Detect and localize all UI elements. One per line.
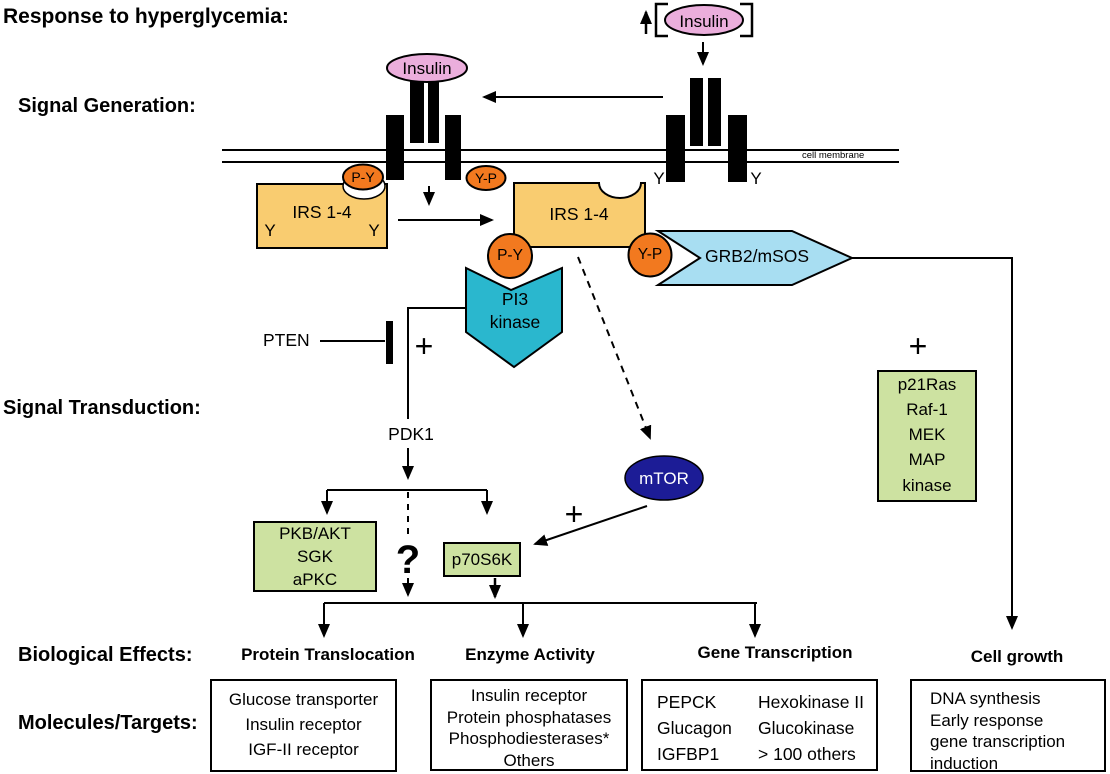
target-line: gene transcription xyxy=(930,732,1066,751)
label-tyrosine-receptor-left: Y xyxy=(653,169,665,188)
mtor-ellipse xyxy=(624,455,704,501)
pi3-to-pdk1-line xyxy=(407,307,466,419)
arrow-mtor-to-p70s6k xyxy=(533,505,648,546)
phospho-yp-large xyxy=(627,232,673,278)
target-line: Others xyxy=(503,750,555,770)
phospho-py-large xyxy=(487,233,533,279)
plus-mtor-pathway: + xyxy=(564,496,584,532)
label-biological-effects: Biological Effects: xyxy=(18,644,193,666)
label-insulin-bound: Insulin xyxy=(402,59,452,78)
pkb-akt-box: PKB/AKT SGK aPKC xyxy=(253,521,377,592)
p70s6k-box: p70S6K xyxy=(443,542,521,577)
label-irs-right: IRS 1-4 xyxy=(549,204,609,224)
grb2-to-cell-growth-line xyxy=(852,257,1018,630)
label-pi3: PI3 xyxy=(501,289,529,309)
insulin-free-ellipse xyxy=(664,4,744,36)
target-line: Early response xyxy=(930,710,1044,730)
map-line: MAP xyxy=(908,450,946,469)
target-line: > 100 others xyxy=(758,744,856,764)
plus-pi3-pathway: + xyxy=(414,328,434,364)
target-line: Hexokinase II xyxy=(758,692,865,712)
pkb-line: PKB/AKT xyxy=(279,524,351,543)
title-response: Response to hyperglycemia: xyxy=(3,5,289,28)
label-unknown-question: ? xyxy=(395,538,421,582)
target-line: PEPCK xyxy=(657,692,717,712)
p70s6k-label: p70S6K xyxy=(451,549,513,569)
target-line: DNA synthesis xyxy=(930,689,1041,708)
heading-gene-transcription: Gene Transcription xyxy=(697,643,853,662)
mek-line: MEK xyxy=(908,425,946,444)
label-tyrosine-receptor-right: Y xyxy=(750,169,762,188)
receptor-right-beta1 xyxy=(666,115,685,182)
label-tyrosine-irs-right: Y xyxy=(368,221,380,240)
sgk-line: SGK xyxy=(297,547,333,566)
label-grb2-msos: GRB2/mSOS xyxy=(704,246,810,266)
grb2-msos-shape xyxy=(654,230,855,286)
receptor-left-beta2 xyxy=(445,115,461,180)
kinase-line: kinase xyxy=(902,476,952,495)
insulin-bound-ellipse xyxy=(386,53,468,83)
bracket-left xyxy=(654,2,668,38)
receptor-left-beta1 xyxy=(386,115,404,180)
apkc-line: aPKC xyxy=(292,570,338,589)
phospho-yp-small xyxy=(465,165,507,191)
label-py-small: P-Y xyxy=(351,169,375,185)
receptor-left-alpha2 xyxy=(428,78,439,143)
bracket-right xyxy=(740,2,754,38)
target-line: Protein phosphatases xyxy=(446,707,612,727)
target-line: Glucagon xyxy=(657,718,732,738)
irs-right-box xyxy=(513,182,646,248)
arrow-irs-to-mtor-dashed xyxy=(577,256,652,440)
raf1-line: Raf-1 xyxy=(906,400,948,419)
heading-enzyme-activity: Enzyme Activity xyxy=(465,645,595,664)
target-line: Phosphodiesterases* xyxy=(448,729,610,748)
target-line: Insulin receptor xyxy=(245,715,362,734)
label-tyrosine-irs-left: Y xyxy=(264,221,276,240)
label-signal-transduction: Signal Transduction: xyxy=(3,397,201,419)
target-line: Glucose transporter xyxy=(228,690,379,709)
heading-protein-translocation: Protein Translocation xyxy=(241,645,415,664)
label-irs-left: IRS 1-4 xyxy=(292,202,352,222)
label-pten: PTEN xyxy=(263,330,310,350)
target-line: induction xyxy=(930,753,999,773)
label-cell-membrane: cell membrane xyxy=(802,150,865,161)
target-line: IGF-II receptor xyxy=(248,740,359,759)
gene-col-1: PEPCK Glucagon IGFBP1 xyxy=(657,689,758,769)
pten-inhibit-tbar xyxy=(386,321,393,364)
target-line: Glucokinase xyxy=(758,718,855,738)
label-yp-large: Y-P xyxy=(637,246,663,263)
target-line: IGFBP1 xyxy=(657,744,720,764)
p21ras-line: p21Ras xyxy=(897,375,957,394)
targets-translocation-box: Glucose transporter Insulin receptor IGF… xyxy=(210,679,397,772)
label-insulin-free: Insulin xyxy=(679,12,729,31)
receptor-right-alpha2 xyxy=(708,78,721,146)
targets-enzyme-box: Insulin receptor Protein phosphatases Ph… xyxy=(430,679,628,771)
receptor-right-beta2 xyxy=(728,115,747,182)
mapk-cascade-box: p21Ras Raf-1 MEK MAP kinase xyxy=(877,370,977,502)
label-molecules-targets: Molecules/Targets: xyxy=(18,712,198,734)
heading-cell-growth: Cell growth xyxy=(970,647,1064,666)
label-mtor: mTOR xyxy=(639,469,689,488)
phospho-py-small xyxy=(342,163,384,191)
targets-gene-box: PEPCK Glucagon IGFBP1 Hexokinase II Gluc… xyxy=(641,679,878,771)
label-pi3-kinase: kinase xyxy=(489,312,541,332)
label-signal-generation: Signal Generation: xyxy=(18,95,196,117)
receptor-left-alpha1 xyxy=(410,78,424,143)
label-yp-small: Y-P xyxy=(474,170,498,186)
label-py-large: P-Y xyxy=(497,247,523,264)
targets-growth-box: DNA synthesis Early response gene transc… xyxy=(910,679,1106,773)
label-pdk1: PDK1 xyxy=(388,424,434,444)
plus-mapk-pathway: + xyxy=(908,328,928,364)
target-line: Insulin receptor xyxy=(470,686,588,705)
gene-col-2: Hexokinase II Glucokinase > 100 others xyxy=(758,689,864,769)
pi3-kinase-shape xyxy=(465,266,563,369)
receptor-right-alpha1 xyxy=(690,78,703,146)
